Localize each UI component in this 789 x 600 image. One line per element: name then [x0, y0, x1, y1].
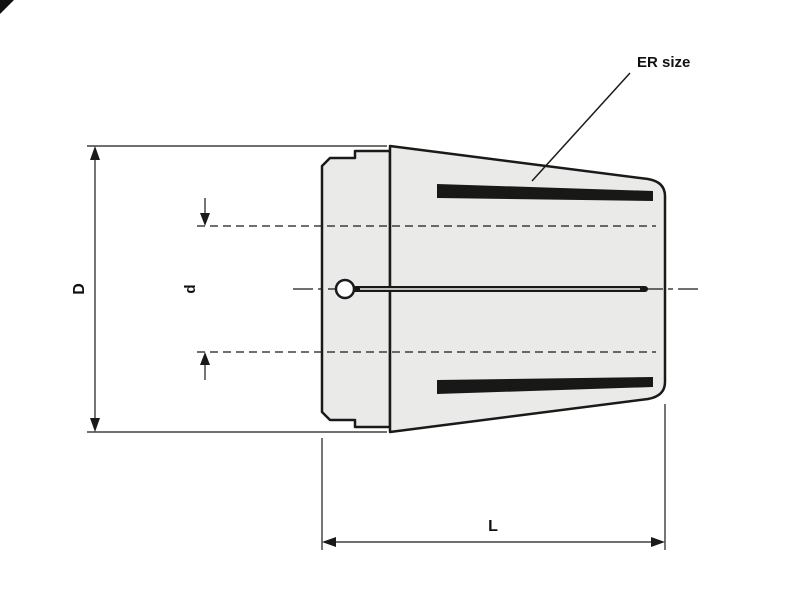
- dim-L-arrow-left: [322, 537, 336, 547]
- lower-slot: [437, 377, 653, 394]
- dim-D-arrow-down: [90, 418, 100, 432]
- bore-hole: [334, 278, 356, 300]
- dimension-d: d: [182, 198, 210, 380]
- upper-slot: [437, 184, 653, 201]
- dim-d-arrow-down: [200, 213, 210, 226]
- dim-d-arrow-up: [200, 352, 210, 365]
- dim-d-label: d: [182, 284, 199, 293]
- dimension-L: L: [321, 404, 666, 550]
- dim-D-arrow-up: [90, 146, 100, 160]
- dim-D-label: D: [71, 283, 88, 295]
- er-size-leader-line: [531, 72, 631, 182]
- corner-mark: [0, 0, 14, 14]
- er-size-callout: ER size: [531, 54, 690, 182]
- er-size-label: ER size: [637, 54, 690, 71]
- dim-L-arrow-right: [651, 537, 665, 547]
- dim-L-label: L: [488, 518, 498, 535]
- dimension-D: D: [71, 145, 387, 433]
